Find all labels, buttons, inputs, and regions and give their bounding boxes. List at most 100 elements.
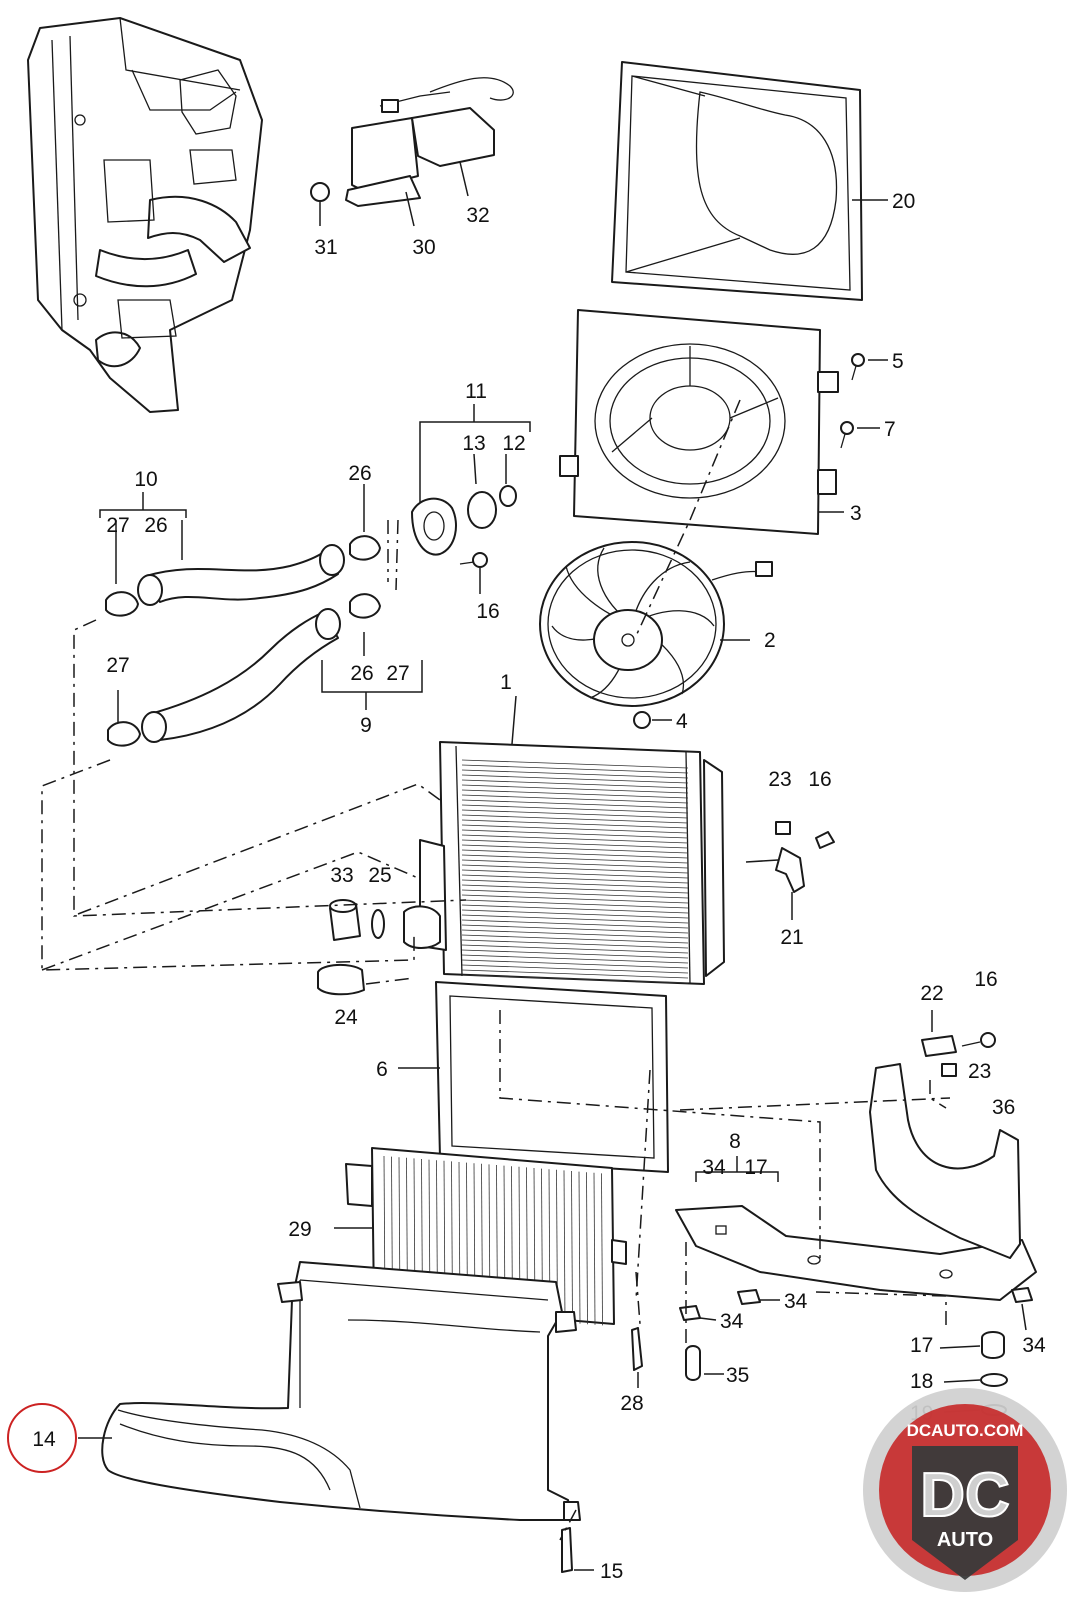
callout-1: 1 — [500, 671, 512, 694]
condenser-fin-line — [578, 1171, 581, 1324]
radiator-fin-line — [461, 974, 689, 984]
callout-22: 22 — [920, 982, 943, 1005]
retaining-clip-24 — [317, 964, 365, 996]
callout-20: 20 — [892, 190, 915, 213]
support-bracket — [675, 1063, 1037, 1301]
callout-17-mount: 17 — [910, 1334, 933, 1357]
radiator-fin-line — [461, 914, 689, 924]
radiator-fin-line — [461, 904, 689, 914]
bracket-21 — [745, 821, 835, 920]
screw-7 — [840, 421, 880, 449]
callout-34-clip-a: 34 — [720, 1310, 744, 1333]
callout-21: 21 — [780, 926, 803, 949]
callout-23-support: 23 — [968, 1060, 991, 1083]
radiator-fin-line — [461, 789, 689, 799]
radiator-fin-line — [461, 784, 689, 794]
radiator-fin-line — [461, 799, 689, 809]
radiator-fin-line — [461, 954, 689, 964]
callout-8: 8 — [729, 1130, 741, 1153]
radiator-fin-line — [461, 804, 689, 814]
callout-30: 30 — [412, 236, 435, 259]
fan-shroud — [611, 61, 888, 301]
radiator-fin-line — [461, 849, 689, 859]
svg-text:DCAUTO.COM: DCAUTO.COM — [907, 1421, 1024, 1440]
radiator-fin-line — [461, 794, 689, 804]
callout-27-upper-hose: 27 — [106, 514, 129, 537]
radiator-fin-line — [461, 834, 689, 844]
callout-9: 9 — [360, 714, 372, 737]
condenser-fin-line — [586, 1172, 588, 1325]
radiator-fin-line — [461, 879, 689, 889]
bracket-22 — [921, 1010, 996, 1077]
radiator-fin-line — [461, 844, 689, 854]
radiator-fin-line — [461, 919, 689, 929]
callout-27-lower-hose: 27 — [386, 662, 409, 685]
condenser-fin-line — [593, 1172, 596, 1325]
callout-23-bracket: 23 — [768, 768, 791, 791]
callout-26-lower-hose: 26 — [350, 662, 373, 685]
svg-text:AUTO: AUTO — [937, 1529, 993, 1551]
dcauto-watermark-logo: DCAUTO.COM DC AUTO — [863, 1388, 1067, 1592]
radiator-fin-line — [461, 814, 689, 824]
svg-text:DC: DC — [920, 1461, 1010, 1530]
callout-10: 10 — [134, 468, 157, 491]
radiator-fin-line — [461, 944, 689, 954]
callout-11: 11 — [465, 380, 487, 403]
callout-26-clamp: 26 — [348, 462, 371, 485]
radiator-fin-line — [461, 764, 689, 774]
radiator-fin-line — [461, 894, 689, 904]
callout-28: 28 — [620, 1392, 643, 1415]
condenser-fin-line — [601, 1173, 603, 1326]
callout-13: 13 — [462, 432, 485, 455]
radiator-fin-line — [461, 909, 689, 919]
radiator-fin-line — [461, 779, 689, 789]
radiator-fin-line — [461, 864, 689, 874]
callout-18: 18 — [910, 1370, 933, 1393]
radiator-fin-line — [461, 874, 689, 884]
callout-34-group: 34 — [702, 1156, 726, 1179]
fan-control-unit-and-bracket — [310, 77, 514, 227]
radiator-fin-line — [461, 774, 689, 784]
callout-25: 25 — [368, 864, 391, 887]
electric-fan — [539, 541, 773, 729]
fan-frame — [559, 309, 844, 535]
callout-34-clip-c: 34 — [1022, 1334, 1046, 1357]
condenser-fin-line — [571, 1170, 573, 1324]
radiator-fin-line — [461, 969, 689, 979]
callout-2: 2 — [764, 629, 776, 652]
callout-26-upper-hose: 26 — [144, 514, 167, 537]
callout-5: 5 — [892, 350, 904, 373]
radiator-fin-line — [461, 759, 689, 769]
callout-31: 31 — [314, 236, 337, 259]
radiator-fin-line — [461, 859, 689, 869]
assembly-reference-lines — [41, 399, 951, 1541]
radiator-fin-line — [461, 884, 689, 894]
callout-17-group: 17 — [744, 1156, 767, 1179]
callout-labels: 1 2 3 4 5 6 7 8 9 10 11 12 13 14 15 16 1… — [32, 190, 1046, 1583]
upper-coolant-hose — [99, 484, 381, 617]
air-duct — [78, 1261, 594, 1573]
callout-32: 32 — [466, 204, 489, 227]
callout-35: 35 — [726, 1364, 749, 1387]
radiator-fin-line — [461, 829, 689, 839]
radiator-fin-line — [461, 824, 689, 834]
lower-coolant-hose — [107, 593, 423, 747]
callout-3: 3 — [850, 502, 862, 525]
highlight-circle — [7, 1403, 77, 1473]
callout-33: 33 — [330, 864, 353, 887]
radiator-fin-line — [461, 949, 689, 959]
mounting-hardware — [631, 1287, 1033, 1416]
callout-16-support: 16 — [974, 968, 997, 991]
callout-12: 12 — [502, 432, 525, 455]
radiator-fin-line — [461, 924, 689, 934]
callout-29: 29 — [288, 1218, 311, 1241]
radiator-fin-line — [461, 854, 689, 864]
callout-14: 14 — [32, 1428, 56, 1451]
o-ring-25 — [371, 909, 385, 939]
screw-5 — [851, 353, 888, 381]
radiator-seal-frame — [398, 981, 669, 1173]
radiator-fin-line — [461, 899, 689, 909]
callout-16-bracket: 16 — [808, 768, 831, 791]
condenser-fin-line — [563, 1170, 566, 1323]
